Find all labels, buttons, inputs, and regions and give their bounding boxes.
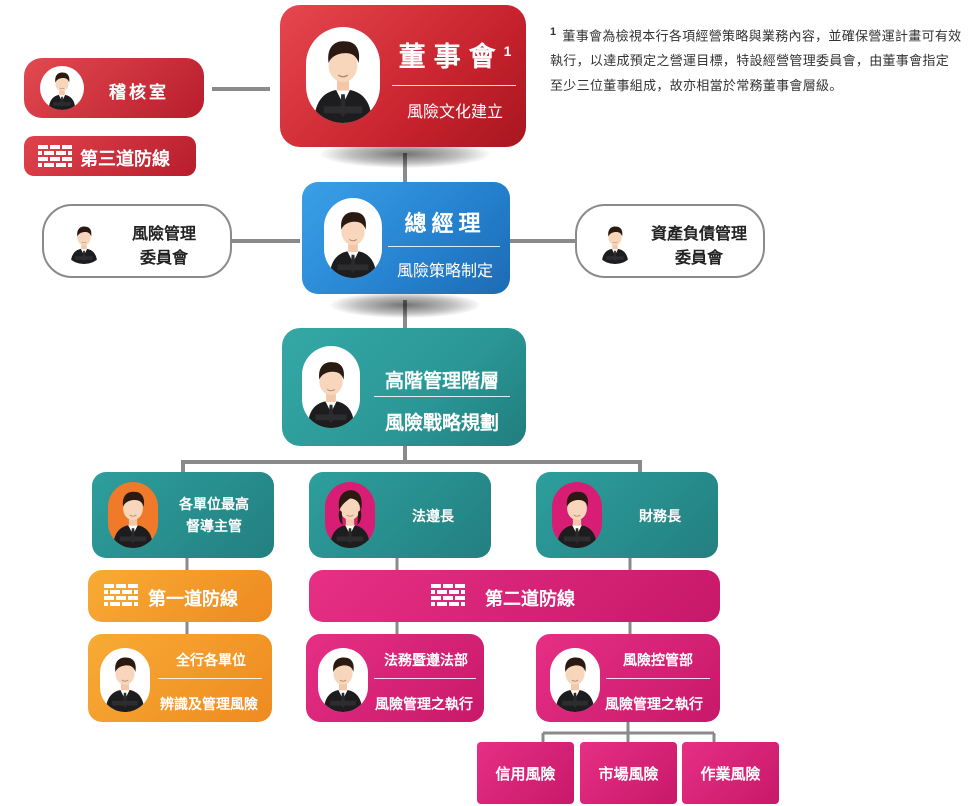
alco-box: 資產負債管理 委員會: [575, 204, 765, 278]
gm-shadow: [330, 292, 480, 318]
risk-committee-line1: 風險管理: [131, 226, 196, 243]
credit-risk-label: 信用風險: [495, 766, 556, 783]
senior-management-subtitle: 風險戰略規劃: [384, 413, 499, 434]
compliance-head-label: 法遵長: [412, 508, 454, 524]
compliance-head-box: 法遵長: [309, 472, 491, 558]
operational-risk-label: 作業風險: [700, 766, 761, 783]
credit-risk-box: 信用風險: [477, 742, 574, 804]
cfo-box: 財務長: [536, 472, 718, 558]
board-title-text: 董事會: [398, 42, 504, 72]
all-units-divider: [158, 678, 262, 679]
unit-heads-line1: 各單位最高: [179, 496, 249, 512]
businessman-avatar-icon: [550, 648, 600, 712]
legal-compliance-dept-title: 法務暨遵法部: [384, 652, 468, 668]
general-manager-title: 總經理: [404, 211, 486, 236]
board-footnote-marker: 1: [503, 43, 512, 59]
general-manager-box: 總經理 風險策略制定: [302, 182, 510, 294]
legal-dept-divider: [374, 678, 476, 679]
businessman-avatar-icon: [318, 648, 368, 712]
gm-divider: [388, 246, 500, 247]
board-title: 董事會1: [392, 35, 518, 74]
board-box: 董事會1 風險文化建立: [280, 5, 526, 147]
legal-compliance-dept-box: 法務暨遵法部 風險管理之執行: [306, 634, 484, 722]
unit-heads-box: 各單位最高 督導主管: [92, 472, 274, 558]
all-units-title: 全行各單位: [176, 652, 246, 668]
second-line-defense-banner: 第二道防線: [309, 570, 720, 622]
businessman-avatar-icon: [552, 482, 602, 548]
senior-management-title: 高階管理階層: [384, 371, 499, 392]
businessman-avatar-icon: [108, 482, 158, 548]
senior-divider: [374, 396, 510, 397]
brick-wall-icon: [431, 584, 465, 606]
market-risk-label: 市場風險: [598, 766, 659, 783]
risk-control-dept-title: 風險控管部: [623, 652, 693, 668]
unit-heads-line2: 督導主管: [186, 518, 242, 534]
second-line-defense-label: 第二道防線: [485, 589, 575, 609]
businessman-avatar-icon: [324, 198, 382, 278]
risk-committee-box: 風險管理 委員會: [42, 204, 232, 278]
audit-office-box: 稽核室: [24, 58, 204, 118]
all-units-subtitle: 辨識及管理風險: [160, 696, 258, 712]
third-line-defense-banner: 第三道防線: [24, 136, 196, 176]
first-line-defense-banner: 第一道防線: [88, 570, 272, 622]
senior-management-box: 高階管理階層 風險戰略規劃: [282, 328, 526, 446]
footnote-text: 董事會為檢視本行各項經營策略與業務內容，並確保營運計畫可有效執行，以達成預定之營…: [550, 28, 962, 94]
risk-dept-divider: [606, 678, 710, 679]
alco-line2: 委員會: [674, 250, 723, 267]
legal-compliance-dept-subtitle: 風險管理之執行: [375, 696, 473, 712]
all-units-box: 全行各單位 辨識及管理風險: [88, 634, 272, 722]
footnote-marker: 1: [550, 26, 557, 38]
first-line-defense-label: 第一道防線: [148, 589, 238, 609]
alco-line1: 資產負債管理: [650, 226, 747, 243]
board-divider: [392, 85, 516, 86]
brick-wall-icon: [104, 584, 138, 606]
businessman-avatar-icon: [40, 66, 84, 110]
brick-wall-icon: [38, 145, 72, 167]
risk-control-dept-box: 風險控管部 風險管理之執行: [536, 634, 720, 722]
businessman-avatar-icon: [100, 648, 150, 712]
businessman-avatar-icon: [306, 27, 380, 123]
operational-risk-box: 作業風險: [682, 742, 779, 804]
cfo-label: 財務長: [639, 508, 681, 524]
audit-office-label: 稽核室: [109, 83, 169, 102]
board-subtitle: 風險文化建立: [406, 104, 503, 121]
general-manager-subtitle: 風險策略制定: [396, 263, 493, 280]
market-risk-box: 市場風險: [580, 742, 677, 804]
businessman-avatar-icon: [593, 220, 637, 264]
businesswoman-avatar-icon: [325, 482, 375, 548]
businessman-avatar-icon: [302, 346, 360, 428]
risk-committee-line2: 委員會: [139, 250, 188, 267]
third-line-defense-label: 第三道防線: [80, 149, 170, 169]
businessman-avatar-icon: [62, 220, 106, 264]
risk-control-dept-subtitle: 風險管理之執行: [605, 696, 703, 712]
